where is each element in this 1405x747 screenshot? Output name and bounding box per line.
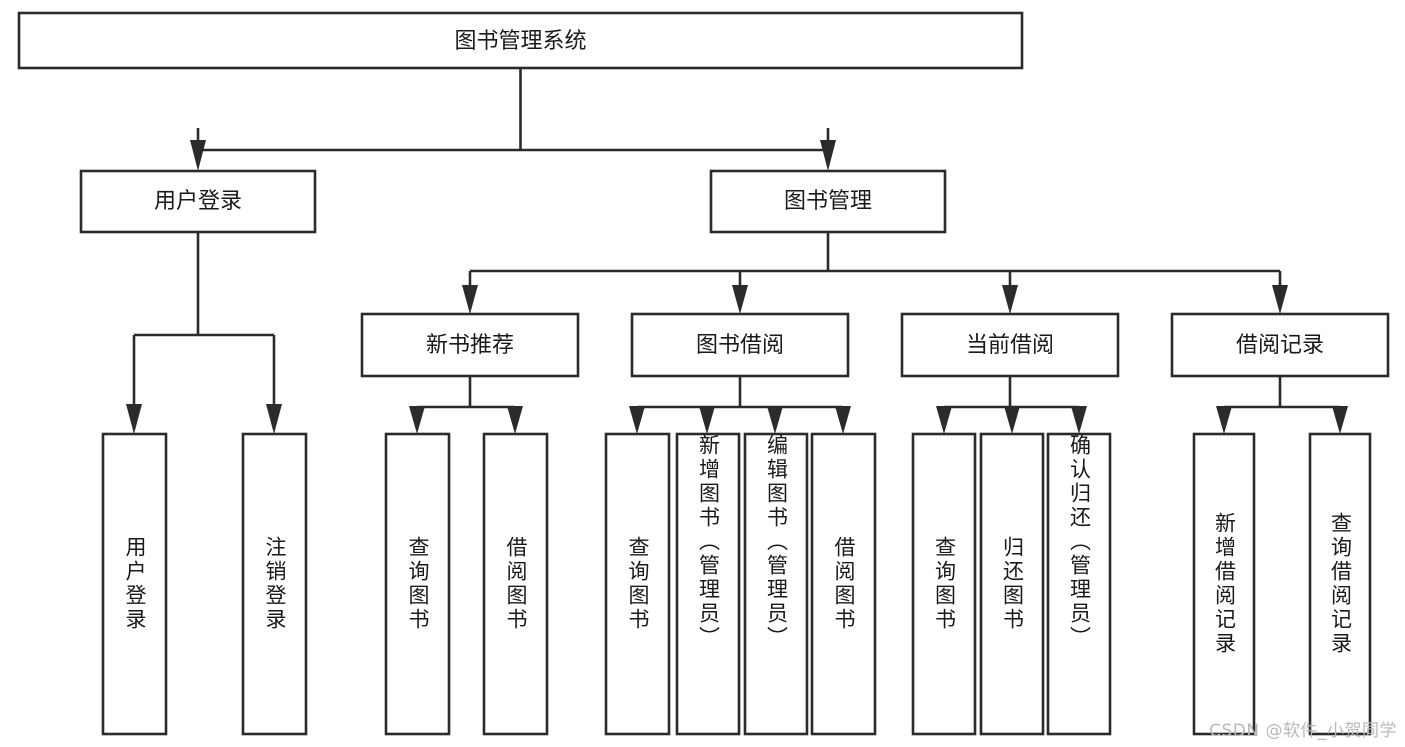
- node-book-borrow-label: 图书借阅: [696, 333, 784, 358]
- arrowhead-leaf-user-logout: [266, 404, 282, 434]
- node-leaf-user-login-box[interactable]: [101, 432, 168, 736]
- node-leaf-bb-borrow-book-box[interactable]: [810, 432, 877, 736]
- arrowhead-book-borrow: [732, 285, 748, 314]
- node-leaf-user-logout-box[interactable]: [241, 432, 308, 736]
- arrowhead-rec-borrow-book: [507, 406, 523, 434]
- node-user-login-label: 用户登录: [154, 189, 242, 214]
- node-borrow-record-box[interactable]: [1170, 312, 1390, 378]
- node-leaf-rec-borrow-book-box[interactable]: [482, 432, 549, 736]
- node-current-borrow-label: 当前借阅: [966, 333, 1054, 358]
- node-root-box[interactable]: [17, 11, 1024, 70]
- node-user-login-box[interactable]: [79, 169, 317, 234]
- node-book-manage[interactable]: 图书管理: [709, 169, 947, 234]
- arrowhead-new-book-recommend: [462, 285, 478, 314]
- node-root-label: 图书管理系统: [454, 29, 586, 54]
- node-current-borrow-box[interactable]: [900, 312, 1120, 378]
- node-leaf-rec-query-book-box[interactable]: [384, 432, 451, 736]
- arrowhead-book-manage: [820, 140, 836, 171]
- arrowhead-borrow-record: [1272, 285, 1288, 314]
- node-book-manage-label: 图书管理: [784, 189, 872, 214]
- arrowhead-bb-query-book: [629, 406, 645, 434]
- arrowhead-bb-edit-book: [767, 406, 783, 434]
- connector-group: [126, 68, 1348, 434]
- node-leaf-cb-return-book-box[interactable]: [979, 432, 1045, 736]
- node-leaf-cb-query-book-box[interactable]: [911, 432, 977, 736]
- arrowhead-bb-add-book: [699, 406, 715, 434]
- node-book-borrow[interactable]: 图书借阅: [630, 312, 850, 378]
- arrowhead-user-login: [190, 140, 206, 171]
- node-new-book-recommend-box[interactable]: [360, 312, 580, 378]
- node-leaf-br-query-record-box[interactable]: [1308, 432, 1372, 736]
- arrowhead-bb-borrow-book: [835, 406, 851, 434]
- arrowhead-cb-confirm-return: [1071, 406, 1087, 434]
- node-leaf-br-add-record-box[interactable]: [1192, 432, 1256, 736]
- arrowhead-br-query-record: [1332, 406, 1348, 434]
- node-user-login[interactable]: 用户登录: [79, 169, 317, 234]
- arrowhead-leaf-user-login: [126, 404, 142, 434]
- node-leaf-bb-edit-book-box[interactable]: [743, 432, 809, 736]
- arrowhead-cb-return-book: [1004, 406, 1020, 434]
- arrowhead-current-borrow: [1002, 285, 1018, 314]
- node-new-book-recommend-label: 新书推荐: [426, 333, 514, 358]
- node-book-manage-box[interactable]: [709, 169, 947, 234]
- node-borrow-record[interactable]: 借阅记录: [1170, 312, 1390, 378]
- arrowhead-rec-query-book: [409, 406, 425, 434]
- node-new-book-recommend[interactable]: 新书推荐: [360, 312, 580, 378]
- node-leaf-bb-query-book-box[interactable]: [604, 432, 671, 736]
- node-root[interactable]: 图书管理系统: [17, 11, 1024, 70]
- node-current-borrow[interactable]: 当前借阅: [900, 312, 1120, 378]
- watermark: CSDN @软件_小贺同学: [1209, 721, 1397, 741]
- arrowhead-br-add-record: [1216, 406, 1232, 434]
- node-leaf-bb-add-book-box[interactable]: [675, 432, 741, 736]
- arrowhead-cb-query-book: [936, 406, 952, 434]
- node-book-borrow-box[interactable]: [630, 312, 850, 378]
- node-leaf-cb-confirm-return-box[interactable]: [1046, 432, 1112, 736]
- node-borrow-record-label: 借阅记录: [1236, 333, 1324, 358]
